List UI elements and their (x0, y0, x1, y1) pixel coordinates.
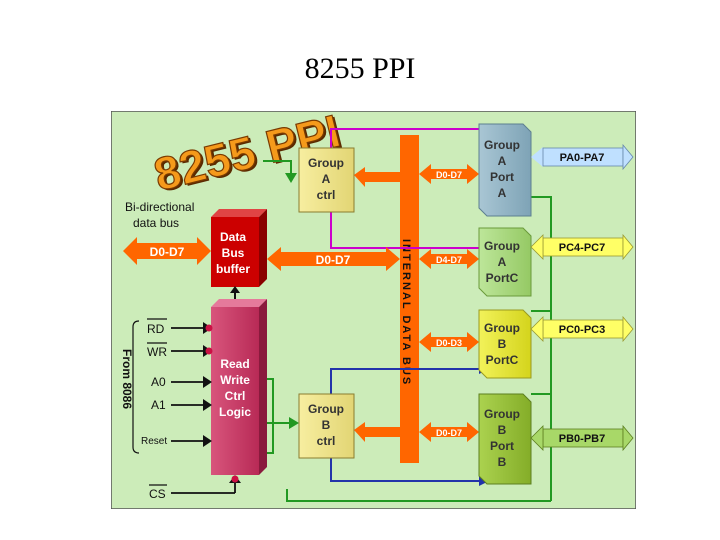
svg-text:B: B (498, 423, 507, 437)
group-a-ctrl-box: Group A ctrl (298, 147, 355, 213)
signal-a0: A0 (151, 375, 212, 389)
signal-rd: RD (147, 318, 213, 336)
bidirectional-label-2: data bus (133, 216, 179, 230)
svg-text:D0-D7: D0-D7 (316, 253, 351, 267)
bus-arrow-port-c-upper: D4-D7 (419, 249, 479, 269)
svg-text:D4-D7: D4-D7 (436, 255, 462, 265)
svg-text:A: A (498, 154, 507, 168)
ppi-block-diagram: 8255 PPI 8255 PPI INTERNAL DATA BUS Grou… (111, 111, 636, 509)
pins-port-b: PB0-PB7 (530, 424, 634, 452)
blue-line-port-cl (330, 368, 479, 397)
svg-text:Group: Group (484, 239, 520, 253)
bus-arrow-group-b-ctrl (354, 422, 400, 442)
pins-port-a: PA0-PA7 (531, 143, 634, 171)
signal-wr: WR (147, 342, 213, 359)
svg-text:B: B (322, 418, 331, 432)
bus-arrow-port-b: D0-D7 (419, 422, 479, 442)
svg-text:Bus: Bus (222, 246, 245, 260)
svg-text:CS: CS (149, 487, 166, 501)
bus-arrow-port-a: D0-D7 (419, 164, 479, 184)
svg-text:Reset: Reset (141, 436, 167, 447)
svg-text:D0-D7: D0-D7 (436, 170, 462, 180)
magenta-line-port-cu (330, 209, 479, 249)
pins-port-c-lower: PC0-PC3 (530, 315, 634, 343)
svg-text:Data: Data (220, 230, 246, 244)
svg-text:RD: RD (147, 322, 165, 336)
green-arrowhead-b-ctrl (289, 417, 299, 429)
internal-data-bus (400, 135, 419, 463)
data-bus-buffer-box: Data Bus buffer (211, 209, 267, 287)
green-arrowhead-a-ctrl (285, 173, 297, 183)
svg-text:B: B (498, 455, 507, 469)
svg-text:Group: Group (484, 407, 520, 421)
green-line-ports (263, 378, 274, 454)
internal-bus-label: INTERNAL DATA BUS (400, 239, 412, 386)
svg-text:Read: Read (220, 357, 249, 371)
dbb-to-rw-arrow (230, 286, 240, 299)
port-b-box: Group B Port B (478, 393, 532, 485)
svg-text:Group: Group (484, 321, 520, 335)
bidirectional-label-1: Bi-directional (125, 200, 194, 214)
svg-text:A0: A0 (151, 375, 166, 389)
svg-text:buffer: buffer (216, 262, 250, 276)
svg-text:A: A (322, 172, 331, 186)
svg-text:ctrl: ctrl (317, 434, 336, 448)
dbb-to-bus-arrow: D0-D7 (267, 247, 400, 271)
green-line-bottom (286, 489, 551, 502)
blue-line-port-b (330, 454, 479, 482)
signal-a1: A1 (151, 398, 212, 412)
svg-text:PortC: PortC (486, 271, 519, 285)
svg-text:A1: A1 (151, 398, 166, 412)
bus-arrow-group-a-ctrl (354, 167, 400, 187)
group-b-ctrl-box: Group B ctrl (298, 393, 355, 459)
svg-text:B: B (498, 337, 507, 351)
green-line-right (531, 196, 552, 501)
svg-text:Group: Group (308, 156, 344, 170)
port-c-lower-box: Group B PortC (478, 309, 532, 379)
slide-title: 8255 PPI (304, 52, 416, 85)
svg-text:PA0-PA7: PA0-PA7 (560, 152, 605, 164)
signal-reset: Reset (141, 435, 212, 447)
svg-text:Group: Group (484, 138, 520, 152)
green-line-ctrl-top (263, 160, 292, 177)
svg-text:Port: Port (490, 439, 514, 453)
svg-text:ctrl: ctrl (317, 188, 336, 202)
svg-text:PC4-PC7: PC4-PC7 (559, 242, 605, 254)
svg-text:Write: Write (220, 373, 250, 387)
svg-text:A: A (498, 186, 507, 200)
svg-text:PB0-PB7: PB0-PB7 (559, 433, 605, 445)
from-8086-bracket (132, 320, 140, 454)
svg-text:PortC: PortC (486, 353, 519, 367)
svg-text:D0-D3: D0-D3 (436, 338, 462, 348)
svg-text:D0-D7: D0-D7 (436, 428, 462, 438)
svg-text:Group: Group (308, 402, 344, 416)
svg-text:A: A (498, 255, 507, 269)
pins-port-c-upper: PC4-PC7 (530, 233, 634, 261)
from-8086-label: From 8086 (120, 349, 134, 409)
port-c-upper-box: Group A PortC (478, 227, 532, 297)
svg-text:Logic: Logic (219, 405, 251, 419)
port-a-box: Group A Port A (478, 123, 532, 217)
svg-text:WR: WR (147, 345, 167, 359)
svg-text:PC0-PC3: PC0-PC3 (559, 324, 605, 336)
svg-text:Ctrl: Ctrl (225, 389, 246, 403)
external-data-bus-arrow: D0-D7 (123, 237, 211, 265)
bus-arrow-port-c-lower: D0-D3 (419, 332, 479, 352)
read-write-ctrl-logic-box: Read Write Ctrl Logic (211, 299, 267, 475)
svg-text:D0-D7: D0-D7 (150, 245, 185, 259)
signal-cs: CS (149, 475, 241, 501)
svg-text:Port: Port (490, 170, 514, 184)
